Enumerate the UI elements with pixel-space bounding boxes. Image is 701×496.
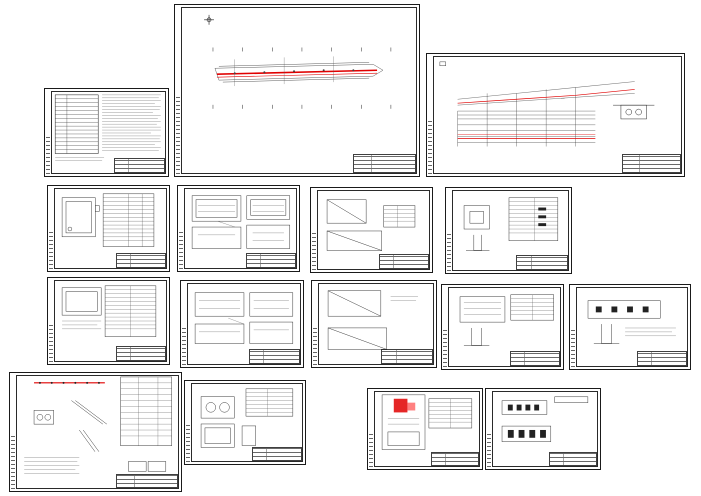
sheet-binding-strip [487, 431, 491, 467]
sheet-chamber-2[interactable] [177, 185, 300, 272]
sheet-crossing-1[interactable] [367, 388, 483, 470]
title-block [116, 474, 178, 488]
title-block [516, 255, 568, 270]
chamber-3-drawing [326, 199, 416, 251]
sheet-binding-strip [11, 435, 15, 489]
site-plan-drawing [204, 14, 392, 109]
title-block [381, 349, 433, 364]
chamber-1-drawing [61, 193, 155, 247]
sheet-site-plan[interactable] [174, 4, 420, 177]
sheet-binding-strip [447, 232, 451, 271]
sheet-binding-strip [313, 326, 317, 365]
sheet-chamber-6[interactable] [180, 280, 304, 368]
sheet-binding-strip [443, 329, 447, 367]
title-block [245, 253, 296, 268]
title-block [637, 351, 687, 366]
longitudinal-profile-drawing [439, 61, 655, 147]
general-notes-drawing [54, 94, 161, 161]
crossing-2-drawing [501, 396, 589, 442]
sheet-chamber-1[interactable] [47, 185, 170, 272]
title-block [249, 349, 300, 364]
title-block [252, 446, 302, 461]
sheet-chamber-5[interactable] [47, 277, 170, 365]
sheet-longitudinal-profile[interactable] [426, 53, 685, 177]
title-block [113, 157, 165, 173]
well-detail-drawing [200, 388, 294, 448]
sheet-cable-duct[interactable] [9, 372, 182, 492]
sheet-binding-strip [49, 230, 53, 269]
chamber-5-drawing [61, 285, 157, 337]
sheet-general-notes[interactable] [44, 88, 169, 177]
title-block [431, 452, 479, 466]
sheet-binding-strip [571, 329, 575, 367]
sheet-binding-strip [49, 323, 53, 362]
title-block [115, 346, 166, 361]
title-block [378, 254, 429, 269]
sheet-binding-strip [179, 230, 183, 269]
sheet-binding-strip [369, 431, 373, 467]
sheet-binding-strip [182, 326, 186, 365]
title-block [509, 351, 560, 366]
chamber-6-drawing [194, 292, 294, 344]
chamber-7-drawing [327, 290, 418, 350]
sheet-binding-strip [186, 424, 190, 462]
sheet-crossing-2[interactable] [485, 388, 601, 470]
sheet-binding-strip [176, 97, 180, 174]
sheet-binding-strip [312, 232, 316, 270]
sheet-binding-strip [428, 119, 432, 174]
sheet-well-detail[interactable] [184, 380, 306, 465]
chamber-9-drawing [587, 300, 676, 344]
cable-duct-drawing [24, 376, 172, 474]
sheet-chamber-7[interactable] [311, 280, 437, 368]
sheet-chamber-9[interactable] [569, 284, 691, 370]
chamber-4-drawing [463, 197, 559, 251]
sheet-chamber-3[interactable] [310, 187, 433, 273]
sheet-chamber-8[interactable] [441, 284, 564, 370]
title-block [549, 452, 597, 466]
chamber-8-drawing [459, 294, 554, 346]
title-block [115, 253, 166, 268]
sheet-chamber-4[interactable] [445, 187, 572, 274]
title-block [622, 153, 681, 173]
title-block [353, 153, 416, 173]
chamber-2-drawing [191, 195, 291, 249]
crossing-1-drawing [381, 394, 473, 450]
sheet-binding-strip [46, 134, 50, 174]
